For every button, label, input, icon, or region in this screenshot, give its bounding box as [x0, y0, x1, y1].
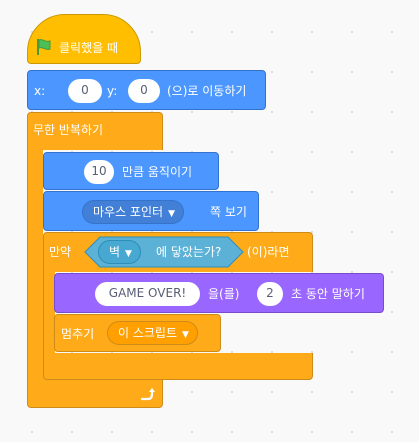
y-input[interactable]: 0 — [128, 79, 160, 103]
if-side-bar — [43, 271, 55, 354]
touching-suffix: 에 닿았는가? — [156, 245, 222, 259]
touching-target-value: 벽 — [109, 245, 121, 259]
hat-label: 클릭했을 때 — [59, 41, 119, 55]
touching-target-dropdown[interactable]: 벽▼ — [98, 240, 141, 264]
forever-label: 무한 반복하기 — [33, 123, 104, 137]
dropdown-arrow-icon: ▼ — [168, 209, 175, 219]
dropdown-arrow-icon: ▼ — [125, 249, 132, 259]
if-bottom-arm — [43, 353, 313, 380]
if-suffix: (이)라면 — [247, 245, 290, 259]
green-flag-icon — [37, 39, 51, 55]
point-towards-block[interactable]: 마우스 포인터 ▼ 쪽 보기 — [43, 191, 259, 231]
loop-arrow-icon — [140, 388, 155, 401]
steps-input[interactable]: 10 — [84, 160, 114, 184]
if-prefix: 만약 — [49, 245, 72, 259]
say-mid: 을(를) — [208, 287, 240, 301]
when-flag-clicked-block[interactable]: 클릭했을 때 — [27, 14, 141, 64]
move-steps-block[interactable]: 10 만큼 움직이기 — [43, 152, 219, 190]
stop-label: 멈추기 — [61, 327, 95, 341]
x-input[interactable]: 0 — [68, 79, 102, 103]
touching-condition-block[interactable]: 벽▼ 에 닿았는가? — [84, 236, 244, 268]
say-suffix: 초 동안 말하기 — [291, 287, 365, 301]
move-suffix: 만큼 움직이기 — [122, 165, 193, 179]
go-to-xy-block[interactable]: x: 0 y: 0 (으)로 이동하기 — [27, 70, 266, 110]
dropdown-arrow-icon: ▼ — [182, 330, 189, 340]
x-label: x: — [34, 84, 46, 98]
forever-side-bar — [27, 149, 43, 372]
y-label: y: — [107, 84, 118, 98]
message-input[interactable]: GAME OVER! — [95, 282, 200, 306]
stop-option-value: 이 스크립트 — [118, 326, 178, 340]
point-target-value: 마우스 포인터 — [93, 205, 164, 219]
seconds-input[interactable]: 2 — [257, 282, 283, 306]
say-for-secs-block[interactable]: GAME OVER! 을(를) 2 초 동안 말하기 — [54, 273, 384, 313]
point-suffix: 쪽 보기 — [210, 205, 247, 219]
forever-top-arm — [27, 112, 163, 150]
stop-block[interactable]: 멈추기 이 스크립트 ▼ — [54, 314, 221, 352]
stop-option-dropdown[interactable]: 이 스크립트 ▼ — [107, 321, 198, 345]
goto-suffix: (으)로 이동하기 — [167, 84, 247, 98]
point-target-dropdown[interactable]: 마우스 포인터 ▼ — [82, 200, 184, 224]
